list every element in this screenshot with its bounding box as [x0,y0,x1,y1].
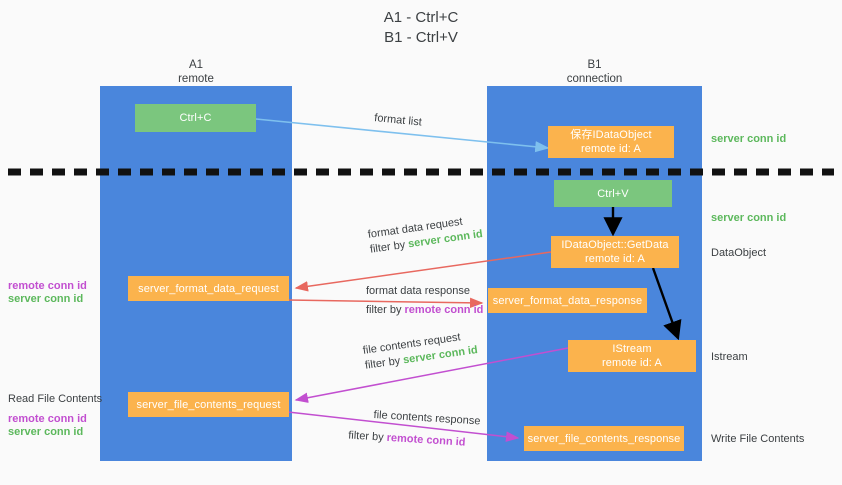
edge-label-format-data-response: format data response filter by remote co… [366,284,483,318]
edge-label-file-contents-response-caption: file contents response [373,408,481,428]
label-server-conn-id-left-mid: server conn id [8,293,84,305]
label-server-conn-id-left-low: server conn id [8,426,84,438]
box-ctrl-c-label: Ctrl+C [179,112,212,124]
label-istream: Istream [711,351,748,363]
edge-label-format-list-text: format list [373,111,423,129]
lane-b1-title: B1 [587,59,602,71]
lane-header-a1: A1 remote [100,58,292,86]
lane-a1-subtitle: remote [178,73,214,85]
box-ctrl-v-label: Ctrl+V [597,187,629,200]
label-write-file-contents: Write File Contents [711,433,805,445]
box-idataobject[interactable]: 保存IDataObject remote id: A [548,126,674,158]
filter-prefix: filter by [369,238,410,256]
box-file-contents-response[interactable]: server_file_contents_response [524,426,684,451]
box-format-data-request-label: server_format_data_request [138,282,279,295]
box-istream[interactable]: IStream remote id: A [568,340,696,372]
box-ctrl-v[interactable]: Ctrl+V [554,180,672,207]
edge-label-format-list: format list [374,111,423,131]
box-idataobject-sublabel: remote id: A [581,143,641,155]
label-server-conn-id-top: server conn id [711,133,787,145]
box-format-data-response-label: server_format_data_response [492,294,643,307]
box-getdata-sublabel: remote id: A [585,253,645,265]
box-ctrl-c[interactable]: Ctrl+C [135,104,256,132]
box-idataobject-label: 保存IDataObject [570,129,652,141]
title-line-2: B1 - Ctrl+V [384,29,458,46]
box-file-contents-response-label: server_file_contents_response [527,432,681,445]
box-getdata-label: IDataObject::GetData [561,239,669,251]
lane-b1-subtitle: connection [566,73,623,85]
box-file-contents-request-label: server_file_contents_request [136,398,281,411]
filter-value-remote-conn-id: remote conn id [386,431,466,449]
label-read-file-contents: Read File Contents [8,393,103,405]
lane-header-b1: B1 connection [487,58,702,86]
filter-prefix: filter by [366,304,405,316]
edge-label-file-contents-response-filter: filter by remote conn id [348,428,480,451]
label-remote-conn-id-low: remote conn id [8,413,87,425]
box-format-data-response[interactable]: server_format_data_response [488,288,647,313]
lane-a1-title: A1 [188,59,204,71]
box-istream-label: IStream [612,343,652,355]
edge-label-format-data-response-filter: filter by remote conn id [366,303,483,318]
label-dataobject: DataObject [711,247,767,259]
box-istream-sublabel: remote id: A [602,357,662,369]
edge-label-file-contents-request: file contents request filter by server c… [362,328,479,374]
edge-label-format-data-request: format data request filter by server con… [367,212,484,258]
box-file-contents-request[interactable]: server_file_contents_request [128,392,289,417]
title-line-1: A1 - Ctrl+C [383,9,459,26]
box-format-data-request[interactable]: server_format_data_request [128,276,289,301]
filter-prefix: filter by [364,354,405,372]
filter-value-remote-conn-id: remote conn id [404,304,484,316]
box-getdata[interactable]: IDataObject::GetData remote id: A [551,236,679,268]
edge-label-file-contents-response: file contents response filter by remote … [348,408,481,451]
label-server-conn-id-mid: server conn id [711,212,787,224]
filter-prefix: filter by [347,429,388,444]
edge-label-format-data-response-caption: format data response [366,285,470,297]
label-remote-conn-id-mid: remote conn id [8,280,87,292]
page-title: A1 - Ctrl+C B1 - Ctrl+V [0,8,842,48]
